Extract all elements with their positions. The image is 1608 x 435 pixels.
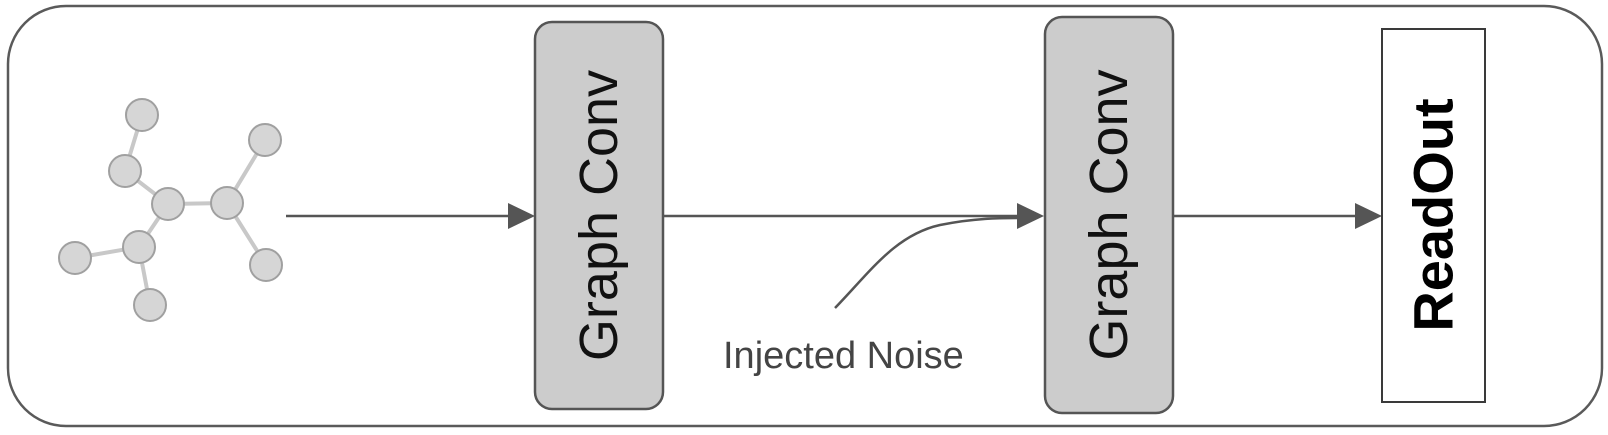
graph-node [151, 187, 185, 221]
graph-conv-block-2: Graph Conv [1043, 15, 1175, 415]
arrow-conv1-to-conv2 [663, 203, 1044, 229]
arrow-conv2-to-readout [1173, 203, 1382, 229]
graph-conv-label-1: Graph Conv [569, 70, 629, 361]
graph-conv-block-1: Graph Conv [533, 20, 665, 411]
graph-node [210, 186, 244, 220]
noise-injection-curve [834, 216, 1021, 309]
molecular-graph-icon [58, 98, 283, 322]
readout-label: ReadOut [1402, 98, 1465, 331]
injected-noise-label: Injected Noise [723, 335, 964, 377]
readout-block: ReadOut [1381, 28, 1486, 403]
graph-node [248, 123, 282, 157]
graph-conv-label-2: Graph Conv [1079, 69, 1139, 360]
arrow-input-to-conv1 [286, 203, 535, 229]
graph-node [58, 241, 92, 275]
graph-node [133, 288, 167, 322]
graph-node [125, 98, 159, 132]
graph-node [249, 248, 283, 282]
graph-node [122, 230, 156, 264]
graph-node [108, 154, 142, 188]
